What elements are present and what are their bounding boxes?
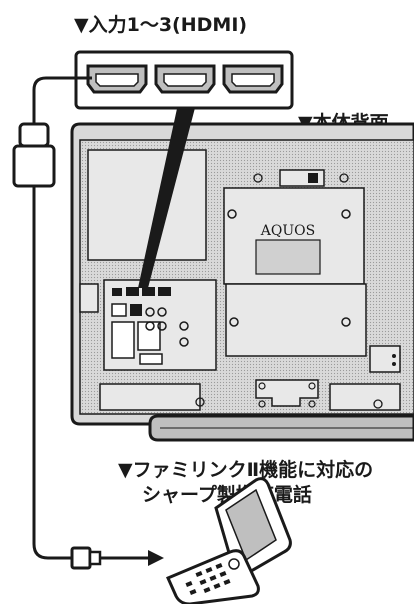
cable <box>12 76 164 570</box>
flip-phone-icon <box>166 477 292 604</box>
arrow-right-icon <box>148 550 164 566</box>
hdmi-port-3 <box>222 64 284 94</box>
screw-icon <box>227 209 237 219</box>
hdmi-plug-body-icon <box>12 144 56 188</box>
vent-panel-bottom <box>99 383 201 411</box>
vent-panel-left <box>87 149 207 261</box>
hdmi-port-1-on-tv <box>126 287 139 296</box>
hdmi-port-2 <box>154 64 216 94</box>
tv-brand-text: AQUOS <box>260 223 315 239</box>
hdmi-plug-icon <box>18 122 50 148</box>
screw-icon <box>229 317 239 327</box>
screw-icon <box>339 173 349 183</box>
screw-icon <box>341 209 351 219</box>
tv-rear-body: AQUOS <box>70 122 414 442</box>
phone-label-line1: ▼ファミリンクⅡ機能に対応の <box>118 459 374 481</box>
callout-pointer <box>138 104 196 288</box>
hdmi-inputs-label: ▼入力1〜3(HDMI) <box>74 14 248 36</box>
screw-icon <box>341 317 351 327</box>
hdmi-port-2-on-tv <box>142 287 155 296</box>
hdmi-port-3-on-tv <box>158 287 171 296</box>
screw-icon <box>253 173 263 183</box>
hdmi-port-1 <box>86 64 148 94</box>
usb-plug-icon <box>70 546 92 570</box>
hdmi-ports-callout <box>74 50 294 110</box>
lower-panel <box>225 283 367 357</box>
